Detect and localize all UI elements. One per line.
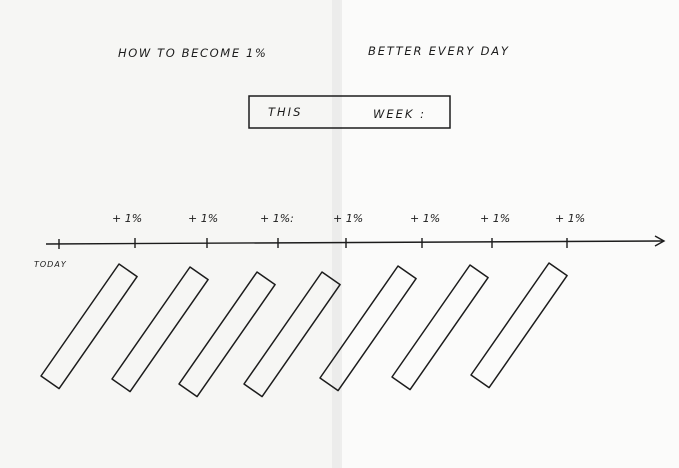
day-bar	[243, 271, 341, 398]
day-bar	[178, 271, 276, 398]
day-bar	[391, 264, 489, 391]
title-part2: BETTER EVERY DAY	[368, 44, 510, 58]
increment-label: + 1%	[112, 212, 142, 225]
week-box-label1: THIS	[268, 105, 302, 119]
right-page	[340, 0, 679, 468]
day-bar	[470, 262, 568, 389]
increment-label: + 1%	[555, 212, 585, 225]
today-label: TODAY	[34, 260, 67, 269]
timeline-ticks	[134, 238, 568, 248]
increment-label: + 1%	[410, 212, 440, 225]
left-page	[0, 0, 340, 468]
increment-label: + 1%	[480, 212, 510, 225]
increment-labels: + 1% + 1% + 1%: + 1% + 1% + 1% + 1%	[112, 212, 585, 225]
timeline-arrowhead	[654, 235, 666, 247]
day-bar	[111, 266, 209, 393]
increment-label: + 1%:	[260, 212, 294, 225]
week-box	[248, 95, 451, 129]
week-box-label2: WEEK :	[373, 107, 426, 121]
increment-label: + 1%	[333, 212, 363, 225]
timeline-axis	[45, 240, 664, 245]
increment-label: + 1%	[188, 212, 218, 225]
day-bars	[40, 262, 568, 398]
day-bar	[319, 265, 417, 392]
title-part1: HOW TO BECOME 1%	[118, 46, 267, 60]
day-bar	[40, 263, 138, 390]
page-gutter	[332, 0, 342, 468]
